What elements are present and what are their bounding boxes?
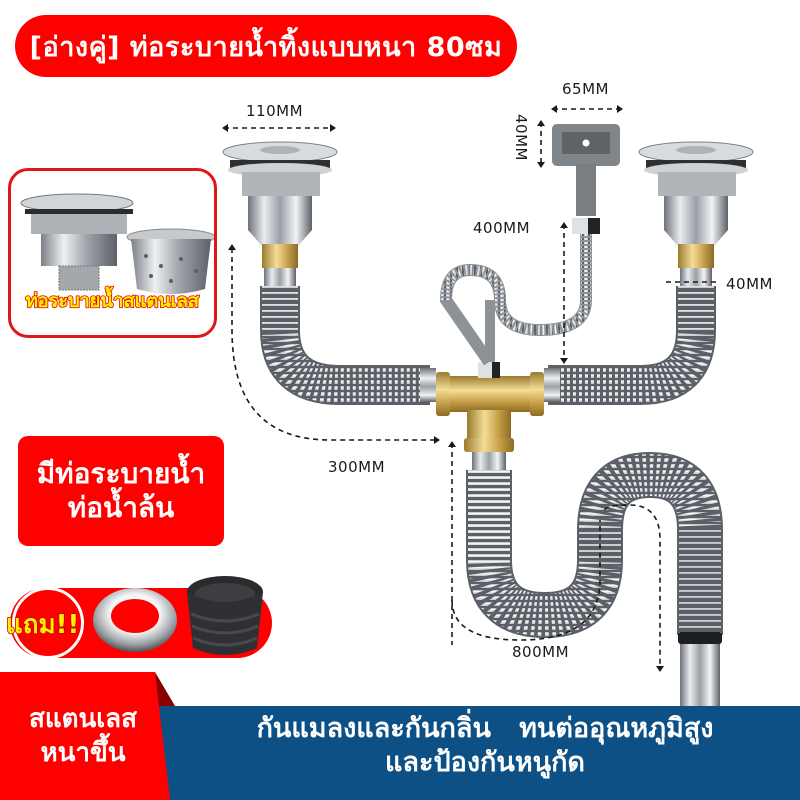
- stainless-strainer-inset: [8, 168, 217, 338]
- bonus-label: แถม!!: [5, 609, 80, 641]
- dimension-strainer-width: 110MM: [246, 102, 304, 120]
- dimension-lines: [224, 108, 716, 670]
- dimension-overflow-hose-length: 400MM: [473, 219, 531, 237]
- inset-label: ท่อระบายน้ำสแตนเลส: [25, 289, 200, 313]
- footer-blue-banner: [150, 706, 800, 800]
- footer-right-line-1: กันแมลงและกันกลิ่น ทนต่ออุณหภูมิสูง: [256, 713, 714, 744]
- bonus-items-image: [93, 576, 263, 655]
- footer-stainless-text: สแตนเลส หนาขึ้น: [8, 702, 158, 770]
- bonus-circle: [12, 587, 84, 659]
- badge-line-2: ท่อน้ำล้น: [67, 491, 175, 524]
- title-banner: [อ่างคู่] ท่อระบายน้ำทิ้งแบบหนา 80ซม: [15, 15, 517, 77]
- dimension-arm-length: 300MM: [328, 458, 386, 476]
- footer-red-banner: [0, 672, 170, 800]
- dimension-trap-length: 800MM: [512, 643, 570, 661]
- footer-features-text: กันแมลงและกันกลิ่น ทนต่ออุณหภูมิสูง และป…: [180, 712, 790, 780]
- overflow-head: [552, 124, 620, 234]
- right-sink-strainer: [638, 141, 754, 268]
- title-text: [อ่างคู่] ท่อระบายน้ำทิ้งแบบหนา 80ซม: [29, 31, 503, 63]
- dimension-overflow-head-width: 65MM: [562, 80, 609, 98]
- badge-line-1: มีท่อระบายน้ำ: [36, 457, 206, 490]
- strainer-and-basket-image: [20, 193, 216, 294]
- overflow-feature-badge: มีท่อระบายน้ำ ท่อน้ำล้น: [18, 436, 224, 546]
- dimension-pipe-diameter: 40MM: [726, 275, 773, 293]
- left-sink-strainer: [222, 141, 338, 268]
- rubber-seal-icon: [187, 576, 263, 655]
- footer-left-line-2: หนาขึ้น: [40, 738, 126, 768]
- footer-left-line-1: สแตนเลส: [29, 704, 137, 734]
- footer-right-line-2: และป้องกันหนูกัด: [385, 747, 585, 778]
- brass-tee-connector: [436, 362, 544, 452]
- dimension-overflow-head-height: 40MM: [512, 114, 530, 161]
